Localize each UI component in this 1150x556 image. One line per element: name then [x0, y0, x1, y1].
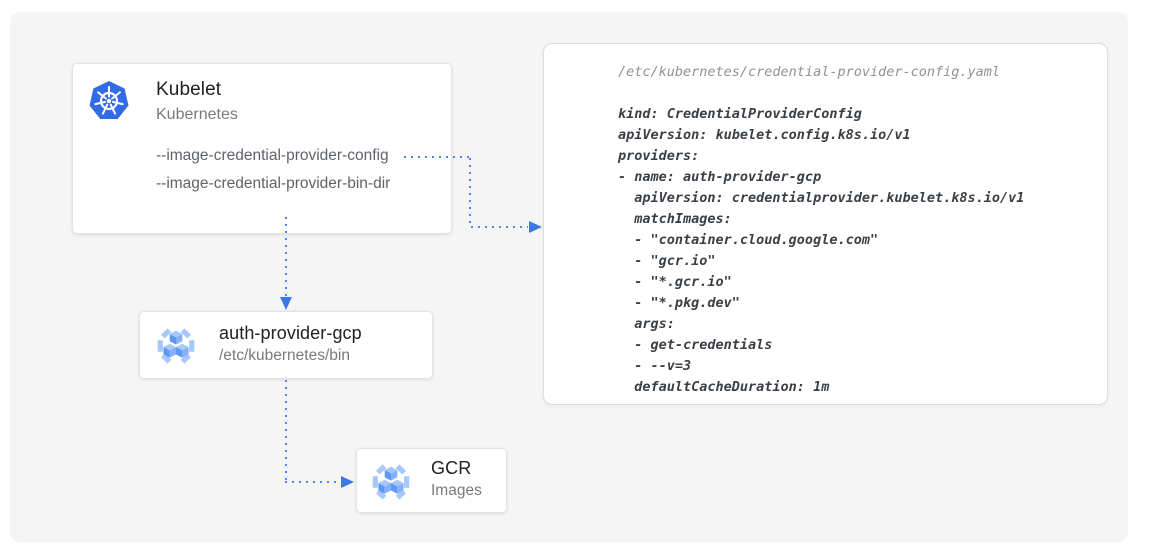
auth-provider-gcp-node: auth-provider-gcp /etc/kubernetes/bin — [139, 311, 433, 379]
connector-auth-provider-to-gcr-horizontal — [285, 481, 342, 483]
connector-auth-provider-to-gcr-vertical — [285, 380, 287, 482]
kubelet-title: Kubelet — [156, 79, 222, 100]
credential-provider-config-panel: /etc/kubernetes/credential-provider-conf… — [543, 43, 1108, 405]
gcr-node: GCR Images — [356, 448, 507, 513]
auth-provider-gcp-subtitle: /etc/kubernetes/bin — [219, 347, 350, 364]
kubelet-subtitle: Kubernetes — [156, 106, 238, 123]
gcr-icon — [154, 324, 198, 373]
gcr-title: GCR — [431, 458, 472, 478]
connector-kubelet-to-auth-provider — [285, 217, 287, 297]
arrowhead-to-auth-provider-icon — [280, 297, 292, 310]
arrowhead-to-gcr-icon — [341, 476, 354, 488]
gcr-subtitle: Images — [431, 482, 482, 499]
arrowhead-to-config-panel-icon — [529, 221, 542, 233]
connector-config-flag-horizontal — [404, 156, 470, 158]
config-yaml-code: kind: CredentialProviderConfig apiVersio… — [618, 106, 1025, 395]
connector-config-flag-horizontal-2 — [471, 226, 528, 228]
kubernetes-icon — [88, 80, 130, 127]
auth-provider-gcp-title: auth-provider-gcp — [219, 323, 362, 343]
config-filename: /etc/kubernetes/credential-provider-conf… — [618, 64, 1001, 80]
kubelet-node: Kubelet Kubernetes --image-credential-pr… — [72, 63, 452, 234]
kubelet-flags: --image-credential-provider-config --ima… — [156, 147, 391, 192]
gcr-icon — [369, 460, 413, 509]
connector-config-flag-vertical — [469, 158, 471, 224]
